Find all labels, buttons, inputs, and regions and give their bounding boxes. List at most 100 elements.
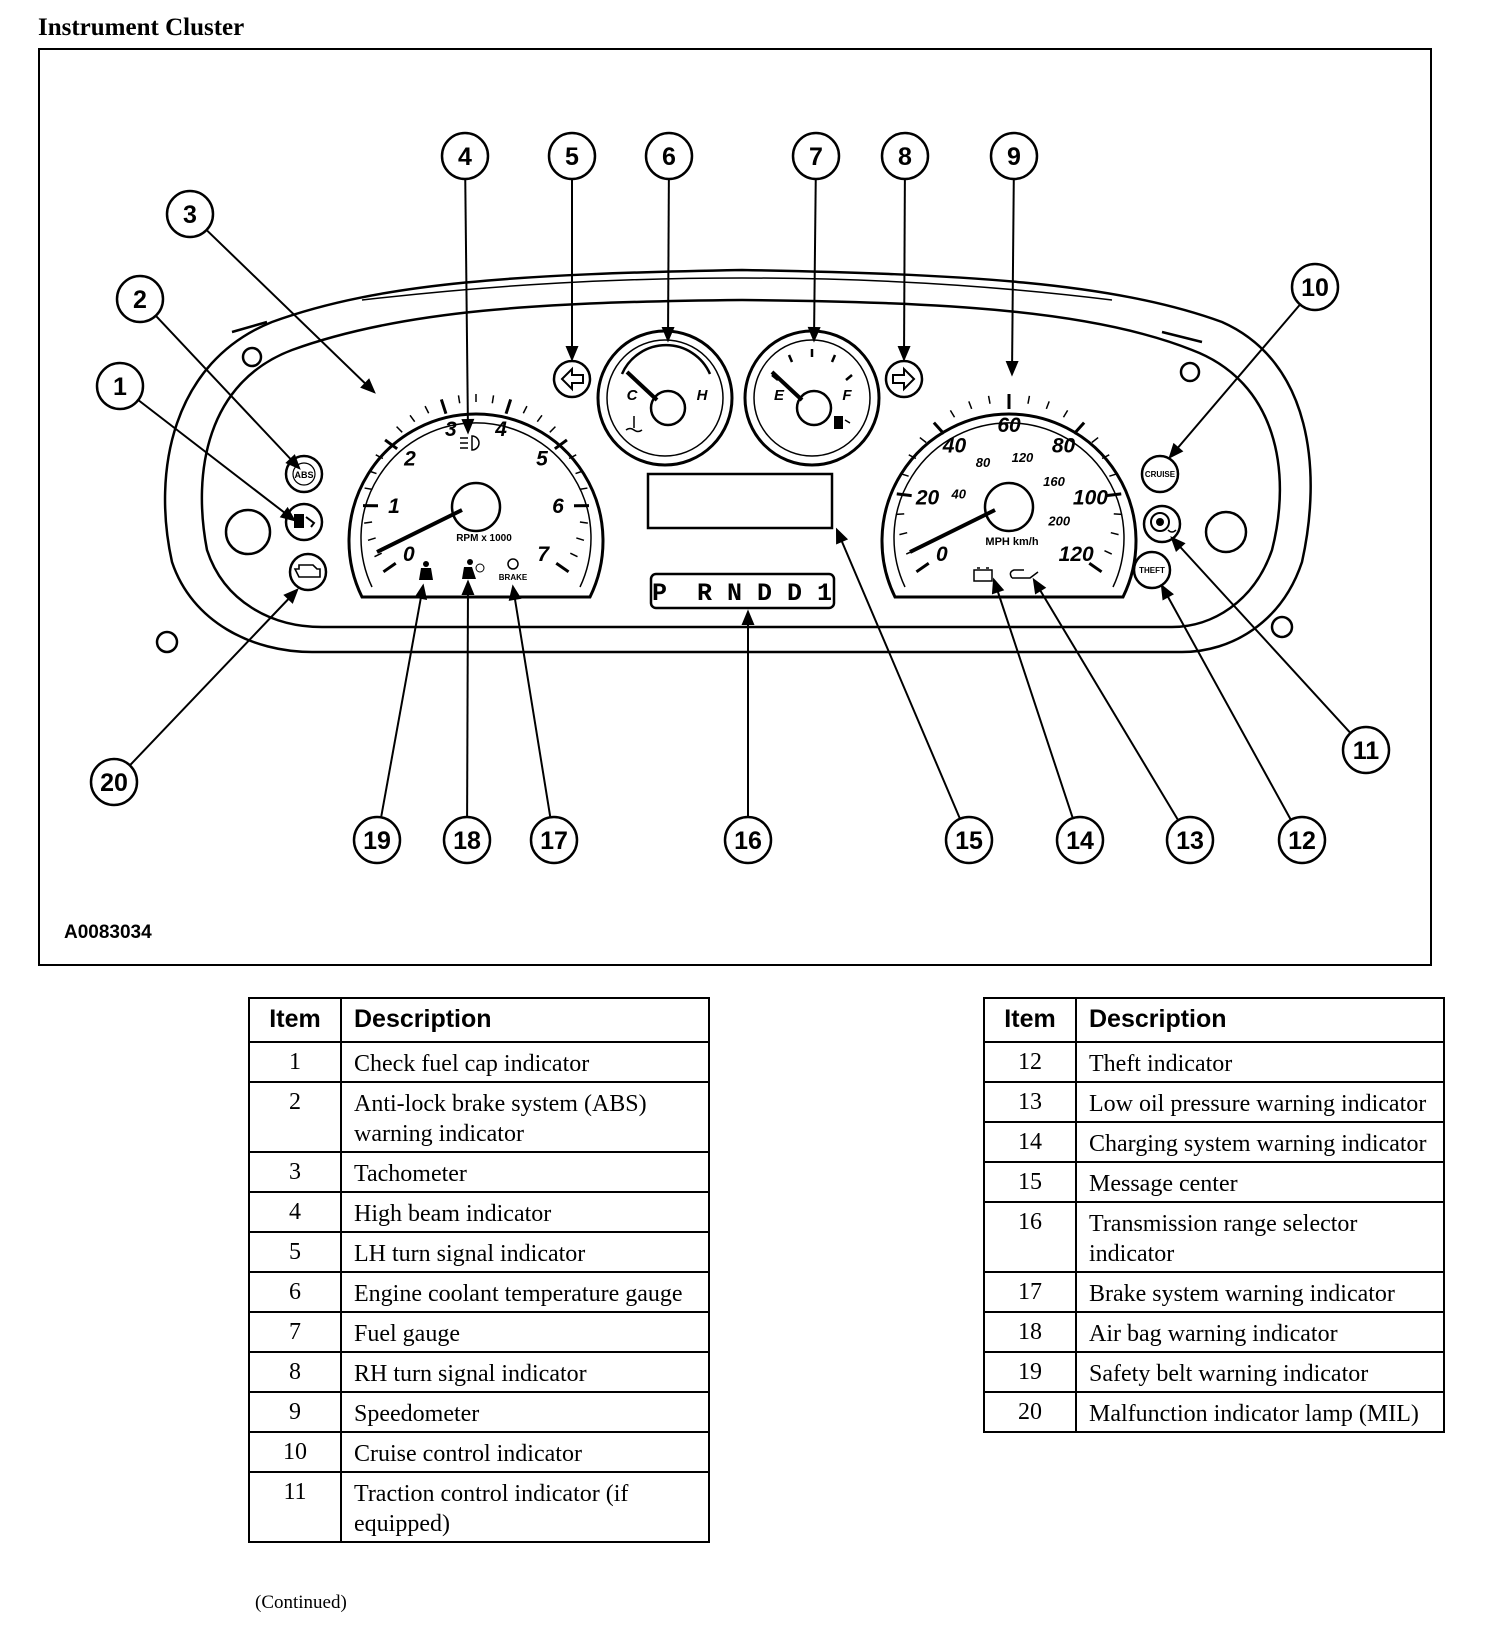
safety-belt-icon <box>419 561 433 580</box>
dial-tick <box>932 421 945 435</box>
callout-1: 1 <box>95 361 145 411</box>
dial-tick <box>968 401 973 410</box>
dial-tick <box>576 537 585 542</box>
kmh-label: 120 <box>1012 450 1034 465</box>
leader-line <box>466 581 469 817</box>
dial-tick <box>1101 454 1110 460</box>
callout-19: 19 <box>352 815 402 865</box>
dial-label: 40 <box>942 435 967 458</box>
dial-tick <box>1091 436 1099 444</box>
svg-text:P R N D D 1: P R N D D 1 <box>652 579 832 608</box>
dial-label: 1 <box>388 495 400 518</box>
dial-tick <box>575 470 584 475</box>
svg-text:C: C <box>627 387 639 404</box>
callout-9: 9 <box>989 131 1039 181</box>
leader-line <box>993 579 1074 818</box>
callout-number: 20 <box>100 769 128 797</box>
callout-4: 4 <box>440 131 490 181</box>
item-number: 12 <box>983 1041 1077 1083</box>
svg-text:ABS: ABS <box>294 470 313 480</box>
dial-tick <box>491 395 495 404</box>
callout-16: 16 <box>723 815 773 865</box>
callout-18: 18 <box>442 815 492 865</box>
dial-tick <box>368 470 377 475</box>
dial-tick <box>555 561 570 574</box>
dial-tick <box>375 454 384 460</box>
leader-line <box>155 315 300 469</box>
kmh-label: 80 <box>976 455 991 470</box>
item-description: Speedometer <box>340 1391 710 1433</box>
dial-tick <box>1104 549 1113 555</box>
callout-number: 18 <box>453 827 481 855</box>
message-center-display <box>646 472 834 530</box>
dial-label: 0 <box>936 543 948 566</box>
coolant-temp-gauge: C H <box>596 329 734 467</box>
callout-7: 7 <box>791 131 841 181</box>
air-bag-icon <box>462 559 485 579</box>
dial-tick <box>536 414 543 423</box>
item-description: LH turn signal indicator <box>340 1231 710 1273</box>
leader-line <box>813 179 817 341</box>
item-number: 7 <box>248 1311 342 1353</box>
cluster-housing <box>155 268 1312 654</box>
dial-tick <box>1073 421 1086 435</box>
item-number: 11 <box>248 1471 342 1543</box>
dial-tick <box>919 436 927 444</box>
callout-number: 2 <box>133 286 147 314</box>
callout-number: 3 <box>183 201 197 229</box>
dial-tick <box>1027 395 1031 404</box>
dial-tick <box>424 405 430 414</box>
callout-6: 6 <box>644 131 694 181</box>
leader-arrowhead <box>285 454 301 470</box>
dial-tick <box>896 492 912 498</box>
dial-tick <box>396 426 403 433</box>
dial-tick <box>1045 401 1050 410</box>
callout-number: 1 <box>113 373 127 401</box>
dial-tick <box>384 438 399 451</box>
dial-label: 2 <box>403 447 416 470</box>
leader-arrowhead <box>1032 577 1047 595</box>
callout-number: 14 <box>1066 827 1094 855</box>
lh-turn-signal-icon <box>552 359 592 399</box>
callout-number: 19 <box>363 827 391 855</box>
dial-tick <box>439 398 448 415</box>
dial-tick <box>568 454 577 460</box>
callout-number: 4 <box>458 143 472 171</box>
high-beam-icon <box>460 435 480 451</box>
callout-number: 6 <box>662 143 676 171</box>
svg-text:E: E <box>774 387 785 404</box>
callout-number: 12 <box>1288 827 1316 855</box>
rh-turn-signal-icon <box>884 359 924 399</box>
svg-text:BRAKE: BRAKE <box>499 573 528 582</box>
item-description: High beam indicator <box>340 1191 710 1233</box>
kmh-label: 40 <box>951 487 967 502</box>
leader-arrowhead <box>279 506 297 522</box>
column-header-description: Description <box>340 997 710 1043</box>
svg-text:CRUISE: CRUISE <box>1145 470 1176 479</box>
leader-line <box>380 585 424 817</box>
leader-line <box>512 586 552 817</box>
tach-unit-label: RPM x 1000 <box>456 533 512 544</box>
leader-arrowhead <box>807 326 821 343</box>
item-number: 3 <box>248 1151 342 1193</box>
brake-warning-icon: BRAKE <box>499 558 528 582</box>
dial-label: 100 <box>1073 486 1108 509</box>
item-number: 2 <box>248 1081 342 1153</box>
leader-arrowhead <box>360 378 376 394</box>
leader-line <box>1171 537 1351 733</box>
legend-header-row: Item Description <box>983 997 1445 1043</box>
item-description: Fuel gauge <box>340 1311 710 1353</box>
callout-15: 15 <box>944 815 994 865</box>
